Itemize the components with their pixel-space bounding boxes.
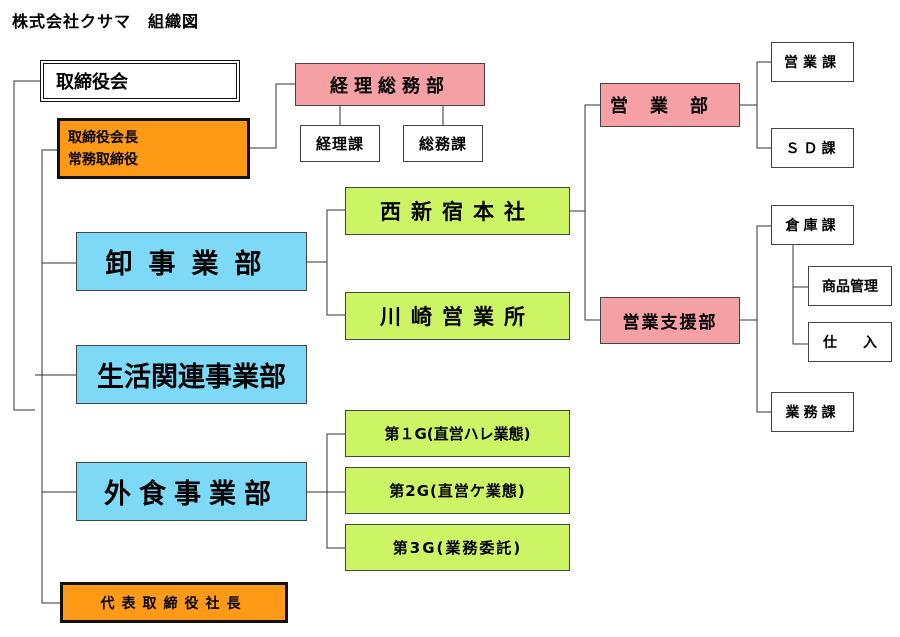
keiri-label: 経理課 xyxy=(315,135,364,153)
page-title: 株式会社クサマ 組織図 xyxy=(12,12,200,31)
chairman-label: 取締役会長 xyxy=(68,129,138,146)
executive-director-label: 常務取締役 xyxy=(68,151,138,168)
shohin-node: 商品管理 xyxy=(808,266,892,306)
sdka-node: ＳＤ課 xyxy=(771,128,854,168)
eigyoshien-label: 営業支援部 xyxy=(622,313,718,333)
chairman-node: 取締役会長 常務取締役 xyxy=(57,118,250,179)
shiire-label: 仕入 xyxy=(823,335,900,351)
g1-label: 第１G(直営ハレ業態) xyxy=(384,425,531,443)
gaishoku-node: 外食事業部 xyxy=(76,462,307,521)
soko-node: 倉庫課 xyxy=(771,205,854,245)
eigyobu-label: 営業部 xyxy=(610,96,730,117)
g3-node: 第3G(業務委託) xyxy=(345,524,570,571)
g3-label: 第3G(業務委託) xyxy=(392,539,523,557)
shiire-node: 仕入 xyxy=(808,322,892,362)
eigyoshien-node: 営業支援部 xyxy=(600,297,740,344)
oroshi-node: 卸事業部 xyxy=(76,232,307,291)
president-label: 代表取締役社長 xyxy=(100,595,248,612)
somu-node: 総務課 xyxy=(403,125,483,162)
kawasaki-node: 川崎営業所 xyxy=(345,292,570,340)
sdka-label: ＳＤ課 xyxy=(785,141,840,157)
kawasaki-label: 川崎営業所 xyxy=(380,305,535,329)
eigyobu-node: 営業部 xyxy=(600,83,740,127)
shohin-label: 商品管理 xyxy=(822,279,878,295)
board-label: 取締役会 xyxy=(56,72,128,93)
g1-node: 第１G(直営ハレ業態) xyxy=(345,410,570,457)
g2-label: 第2G(直営ケ業態) xyxy=(389,482,526,500)
gaishoku-label: 外食事業部 xyxy=(104,479,279,510)
president-node: 代表取締役社長 xyxy=(60,582,288,623)
seikatsu-label: 生活関連事業部 xyxy=(97,362,286,393)
seikatsu-node: 生活関連事業部 xyxy=(76,345,307,404)
somu-label: 総務課 xyxy=(418,135,467,153)
board-node: 取締役会 xyxy=(40,60,240,102)
oroshi-label: 卸事業部 xyxy=(105,249,278,280)
nishishinjuku-label: 西新宿本社 xyxy=(380,200,535,224)
eigyoka-label: 営業課 xyxy=(784,55,841,71)
eigyoka-node: 営業課 xyxy=(771,42,854,82)
g2-node: 第2G(直営ケ業態) xyxy=(345,467,570,514)
keiri-node: 経理課 xyxy=(300,125,380,162)
gyomu-label: 業務課 xyxy=(785,405,840,421)
keiri-somu-node: 経理総務部 xyxy=(295,63,485,106)
nishishinjuku-node: 西新宿本社 xyxy=(345,187,570,235)
soko-label: 倉庫課 xyxy=(785,218,840,234)
keiri-somu-label: 経理総務部 xyxy=(330,75,450,97)
gyomu-node: 業務課 xyxy=(771,392,854,432)
